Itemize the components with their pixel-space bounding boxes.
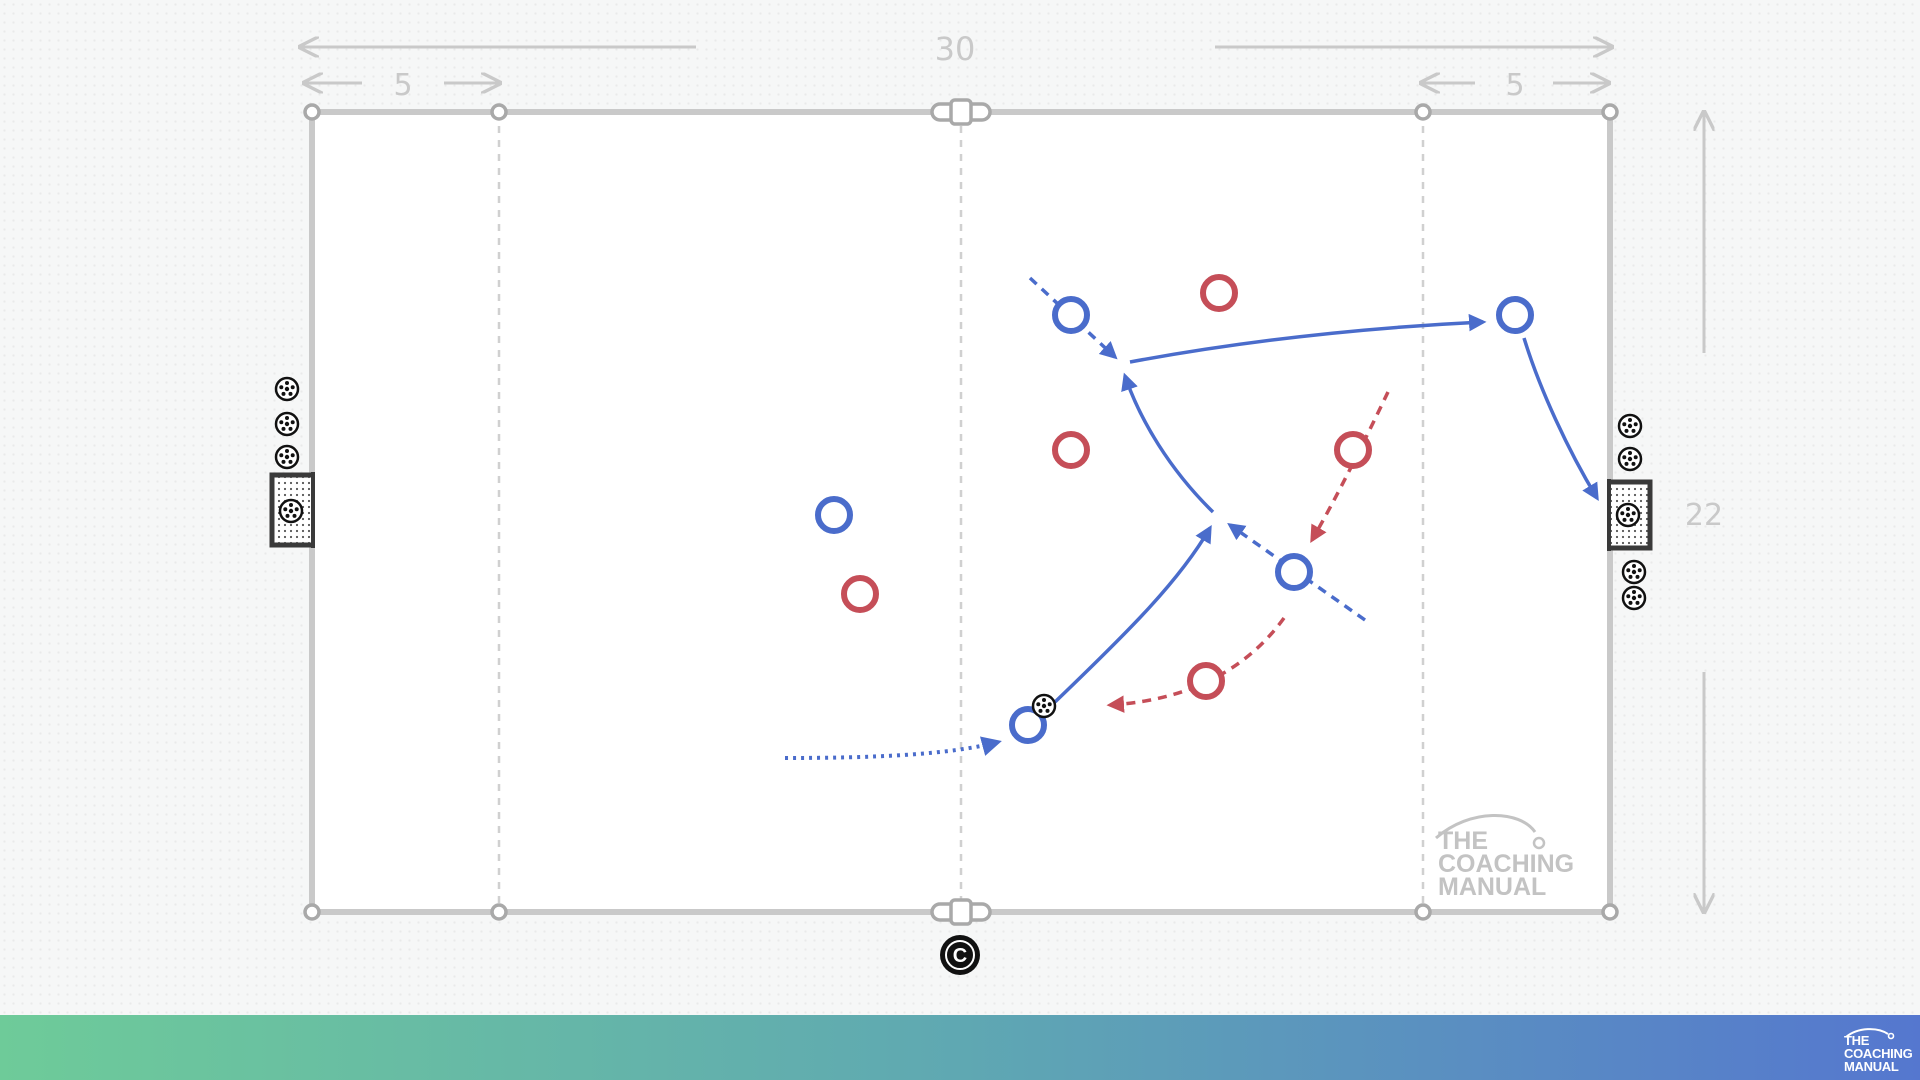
- blue-player: [1496, 296, 1534, 334]
- mannequin-icon: [930, 98, 992, 126]
- blue-player: [1009, 706, 1047, 744]
- pass-line: [1522, 337, 1599, 501]
- pass-line: [1129, 313, 1487, 364]
- red-player: [1187, 662, 1225, 700]
- red-player: [841, 575, 879, 613]
- logo-arc-icon: [1435, 814, 1537, 840]
- node-top-left: [303, 103, 321, 121]
- footer-logo: THE COACHING MANUAL: [1838, 1025, 1913, 1075]
- logo-arc-icon: [1845, 1028, 1895, 1040]
- end-zone-right-label: 5: [1505, 68, 1524, 103]
- red-player: [1334, 431, 1372, 469]
- footer-bar: THE COACHING MANUAL: [0, 1015, 1920, 1080]
- node-top-zone-left: [490, 103, 508, 121]
- dimension-lines: [300, 47, 1704, 912]
- ball-icon: [278, 498, 304, 524]
- dribble-line: [784, 736, 1002, 760]
- node-top-zone-right: [1414, 103, 1432, 121]
- red-player: [1052, 431, 1090, 469]
- pass-line: [1121, 372, 1215, 514]
- blue-player: [815, 496, 853, 534]
- boundary-nodes: [303, 103, 1619, 921]
- blue-player: [1275, 553, 1313, 591]
- end-zone-left-label: 5: [393, 68, 412, 103]
- node-bottom-zone-left: [490, 903, 508, 921]
- node-top-right: [1601, 103, 1619, 121]
- node-bottom-left: [303, 903, 321, 921]
- footer-logo-line-2: COACHING: [1844, 1046, 1913, 1061]
- coach-label: C: [953, 945, 967, 967]
- ball-icon: [1621, 585, 1647, 611]
- mannequin-icon: [930, 898, 992, 926]
- blue-team: [815, 296, 1534, 744]
- run-line: [1028, 276, 1118, 360]
- ball-icon: [1621, 559, 1647, 585]
- ball-icon: [1615, 502, 1641, 528]
- width-label: 22: [1685, 498, 1723, 533]
- pitch-area: [312, 112, 1610, 912]
- ball-icon: [274, 444, 300, 470]
- run-line: [1106, 616, 1286, 713]
- watermark-logo: THE COACHING MANUAL: [1435, 814, 1574, 901]
- blue-player: [1052, 296, 1090, 334]
- watermark-line-1: THE: [1438, 827, 1488, 855]
- ball-icon: [274, 376, 300, 402]
- training-diagram: 30 5 5 22: [269, 30, 1723, 975]
- watermark-line-2: COACHING: [1438, 850, 1574, 878]
- red-team: [841, 274, 1372, 700]
- footer-logo-line-3: MANUAL: [1844, 1059, 1899, 1074]
- ball-icon: [274, 411, 300, 437]
- ball-icon: [1031, 693, 1057, 719]
- node-bottom-right: [1601, 903, 1619, 921]
- length-label: 30: [935, 30, 976, 68]
- ball-icon: [1617, 413, 1643, 439]
- watermark-line-3: MANUAL: [1438, 873, 1546, 901]
- coach-icon: C: [940, 935, 980, 975]
- red-player: [1200, 274, 1238, 312]
- pass-line: [1053, 524, 1212, 704]
- footer-logo-line-1: THE: [1844, 1033, 1870, 1048]
- node-bottom-zone-right: [1414, 903, 1432, 921]
- ball-icon: [1617, 446, 1643, 472]
